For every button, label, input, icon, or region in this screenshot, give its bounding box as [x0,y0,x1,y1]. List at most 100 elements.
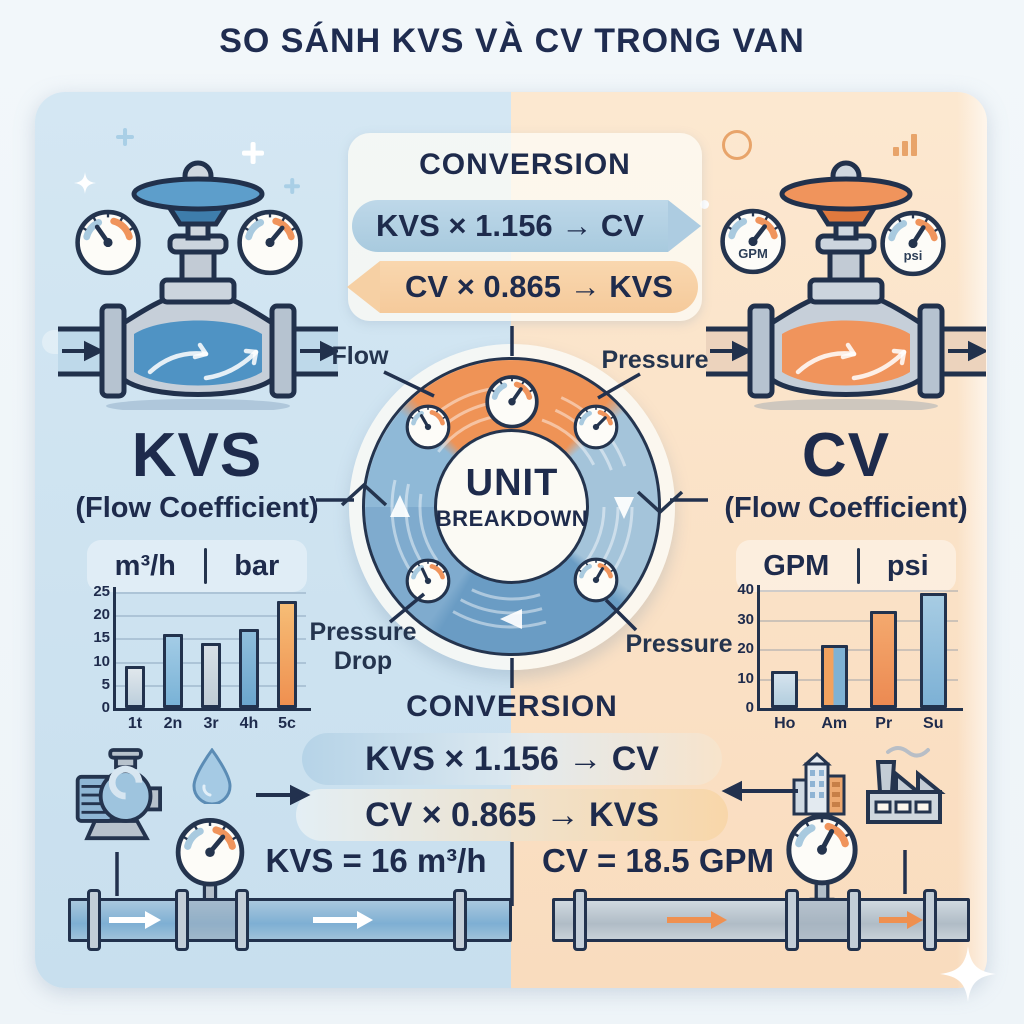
y-axis-tick-label: 15 [93,629,110,647]
pipe-flange [235,889,249,951]
y-axis-tick-label: 0 [101,699,110,716]
panel-edge-highlight [957,92,987,988]
sparkle-icon [940,946,996,1002]
formula-kvs-to-cv-top: KVS × 1.156 → CV [352,200,668,252]
kvs-unit-flow: m³/h [114,549,176,582]
grid-line [760,619,958,622]
pressure-gauge-icon [570,402,622,454]
y-axis-tick-label: 10 [93,652,110,670]
flow-arrow-icon [667,911,727,929]
globe-valve-icon [51,160,345,413]
water-drop-icon [192,748,232,804]
factory-icon [866,746,946,824]
conversion-heading-bottom: CONVERSION [406,690,618,723]
ring-label-pressure-drop: Pressure Drop [309,618,417,675]
pressure-gauge-icon [402,402,454,454]
bar [124,666,146,708]
grid-line [116,615,306,618]
x-axis-label: Ho [774,715,796,732]
y-axis-tick-label: 5 [101,675,110,693]
unit-breakdown-title-line2: BREAKDOWN [435,506,589,531]
gauge-label-gpm: GPM [738,246,768,261]
y-axis-tick-label: 20 [93,606,110,624]
pressure-gauge-icon [481,372,543,434]
circle-decoration [722,130,752,160]
pressure-gauge-icon [232,206,308,282]
pump-icon [75,748,162,841]
y-axis-line [113,587,116,711]
cv-unit-pressure: psi [886,549,929,582]
grid-line [116,592,306,594]
pipe-flange [573,889,587,951]
unit-divider [856,548,860,584]
kvs-valve-illustration [51,138,345,413]
dot-decoration [700,200,709,209]
unit-divider [203,548,207,584]
y-axis-tick-label: 0 [745,699,754,716]
x-axis-line [757,708,963,711]
cv-unit-flow: GPM [763,549,830,582]
x-axis-label: 3r [203,715,219,732]
sparkle-icon [74,172,96,194]
gauge-mount [793,901,853,939]
cv-subtitle: (Flow Coefficient) [724,492,968,524]
bar [771,671,799,708]
kvs-subtitle: (Flow Coefficient) [75,492,319,524]
bar [200,643,222,708]
conversion-heading-top: CONVERSION [419,148,631,181]
pipe-illustration-kvs [68,889,512,951]
kvs-unit-pressure: bar [234,549,280,582]
ring-outline [434,429,589,584]
flow-arrow-icon [109,911,161,929]
y-axis-tick-label: 40 [737,581,754,598]
y-axis-line [757,585,760,711]
grid-line [760,590,958,592]
gauge-mount [183,901,241,939]
grid-line [760,649,958,651]
flow-arrow-icon [879,911,923,929]
bar [820,644,848,708]
cv-valve-illustration [699,138,993,413]
pipe-flange [785,889,799,951]
x-axis-line [113,708,311,711]
globe-valve-icon [699,160,993,413]
pipe-flange [87,889,101,951]
cv-example-value: CV = 18.5 GPM [541,842,774,879]
cv-name: CV [801,421,891,490]
x-axis-label: 2n [163,715,183,732]
pipe-flange [923,889,937,951]
bar [919,592,947,708]
bar [162,633,184,708]
ring-label-pressure-bottom: Pressure [625,630,733,658]
grid-line [760,678,958,681]
pipe-illustration-cv [552,889,970,951]
page-title: SO SÁNH KVS VÀ CV TRONG VAN [219,22,805,60]
x-axis-label: Su [923,715,944,732]
unit-breakdown-title-line1: UNIT [465,462,559,504]
formula-kvs-to-cv-bottom: KVS × 1.156 → CV [302,733,722,785]
x-axis-label: Am [821,715,848,732]
x-axis-label: 1t [127,715,143,732]
kvs-units-pill: m³/h bar [87,540,307,592]
pipe-flange [175,889,189,951]
bar [276,601,298,708]
ring-label-flow: Flow [331,342,389,370]
cv-units-pill: GPM psi [736,540,956,592]
y-axis-tick-label: 30 [737,610,754,628]
flow-arrow-icon [313,911,373,929]
gauge-label-psi: psi [903,248,923,263]
pressure-gauge-icon [402,556,454,608]
formula-cv-to-kvs-top: CV × 0.865 → KVS [380,261,698,313]
kvs-name: KVS [131,421,263,490]
pressure-gauge-icon [70,206,146,282]
pipe-flange [847,889,861,951]
formula-cv-to-kvs-bottom: CV × 0.865 → KVS [296,789,728,841]
building-icon [792,751,846,816]
y-axis-tick-label: 20 [737,640,754,657]
psi-gauge-icon [875,207,951,283]
grid-line [116,638,306,641]
pipe-flange [453,889,467,951]
bar [870,610,898,708]
